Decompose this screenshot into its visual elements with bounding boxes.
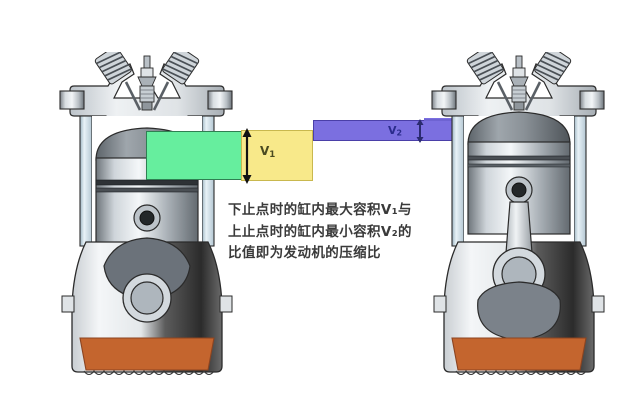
spark-plug-left (137, 55, 157, 111)
wrist-pin-right (511, 182, 527, 198)
oil-pan-serrated-edge-right (455, 370, 587, 376)
v1-label: V1 (260, 144, 276, 160)
caption-line-2: 上止点时的缸内最小容积V₂的 (228, 223, 412, 240)
oil-pan-left (79, 337, 215, 371)
v1-volume-highlight-green (146, 131, 242, 180)
intake-valve-stem-right (496, 81, 514, 111)
spark-plug-right (509, 55, 529, 111)
piston-ring-upper-right (467, 155, 571, 161)
caption-line-3: 比值即为发动机的压缩比 (228, 245, 381, 261)
exhaust-valve-stem-right (524, 81, 542, 111)
crankcase-mount-left (61, 295, 75, 313)
cylinder-wall-right-side-right-engine (573, 115, 587, 247)
cylinder-wall-left-side (79, 115, 93, 247)
intake-valve-spring-right (466, 52, 504, 85)
exhaust-valve-spring-right (534, 52, 572, 85)
exhaust-valve-spring-left (162, 52, 200, 85)
intake-valve-spring-left (94, 52, 132, 85)
piston-ring-lower-right (467, 163, 571, 168)
caption-block: 下止点时的缸内最大容积V₁与 上止点时的缸内最小容积V₂的 比值即为发动机的压缩… (228, 200, 458, 265)
exhaust-valve-stem-left (152, 81, 170, 111)
v1-callout-box (241, 130, 313, 181)
oil-pan-right (451, 337, 587, 371)
crankcase-mount-left-right-engine (433, 295, 447, 313)
piston-ring-upper-left (95, 179, 199, 186)
wrist-pin-left (139, 210, 155, 226)
piston-crown-right (467, 111, 571, 145)
intake-valve-stem-left (124, 81, 142, 111)
crank-pin-left (130, 281, 164, 315)
crankcase-mount-right-right-engine (591, 295, 605, 313)
left-engine-cutaway (59, 52, 233, 376)
v1-measurement-arrow (242, 128, 252, 184)
oil-pan-serrated-edge-left (83, 370, 215, 376)
crank-counterweight-right (477, 281, 561, 341)
caption-line-1: 下止点时的缸内最大容积V₁与 (228, 202, 412, 218)
v2-label: V2 (388, 124, 403, 138)
cylinder-wall-left-side-right-engine (451, 115, 465, 247)
piston-ring-lower-left (95, 187, 199, 193)
right-engine-cutaway (431, 52, 605, 376)
crankcase-mount-right (219, 295, 233, 313)
v2-measurement-arrow (416, 119, 424, 143)
